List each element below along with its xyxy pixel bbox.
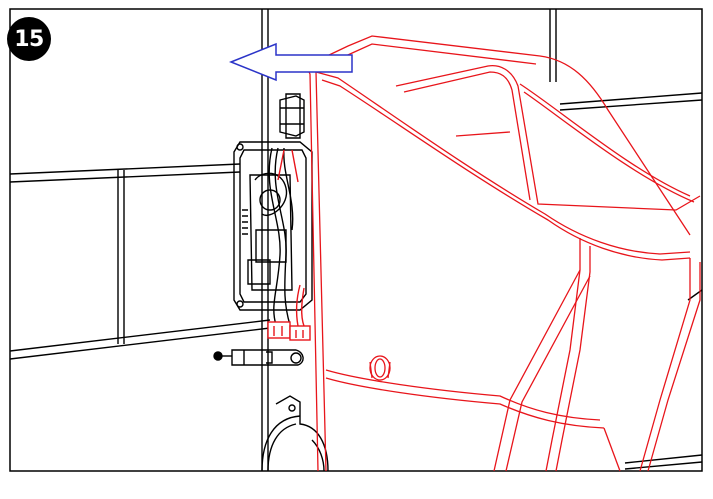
lower-bracket [261, 395, 329, 472]
charger-housing [305, 35, 701, 472]
arrow-left-icon [228, 42, 353, 82]
screw-anchor [213, 349, 304, 366]
red-connectors [267, 149, 311, 341]
frame-border [9, 8, 703, 472]
mounting-box [233, 93, 313, 326]
wall-tiles [9, 9, 703, 471]
step-number-badge: 15 [7, 17, 51, 61]
